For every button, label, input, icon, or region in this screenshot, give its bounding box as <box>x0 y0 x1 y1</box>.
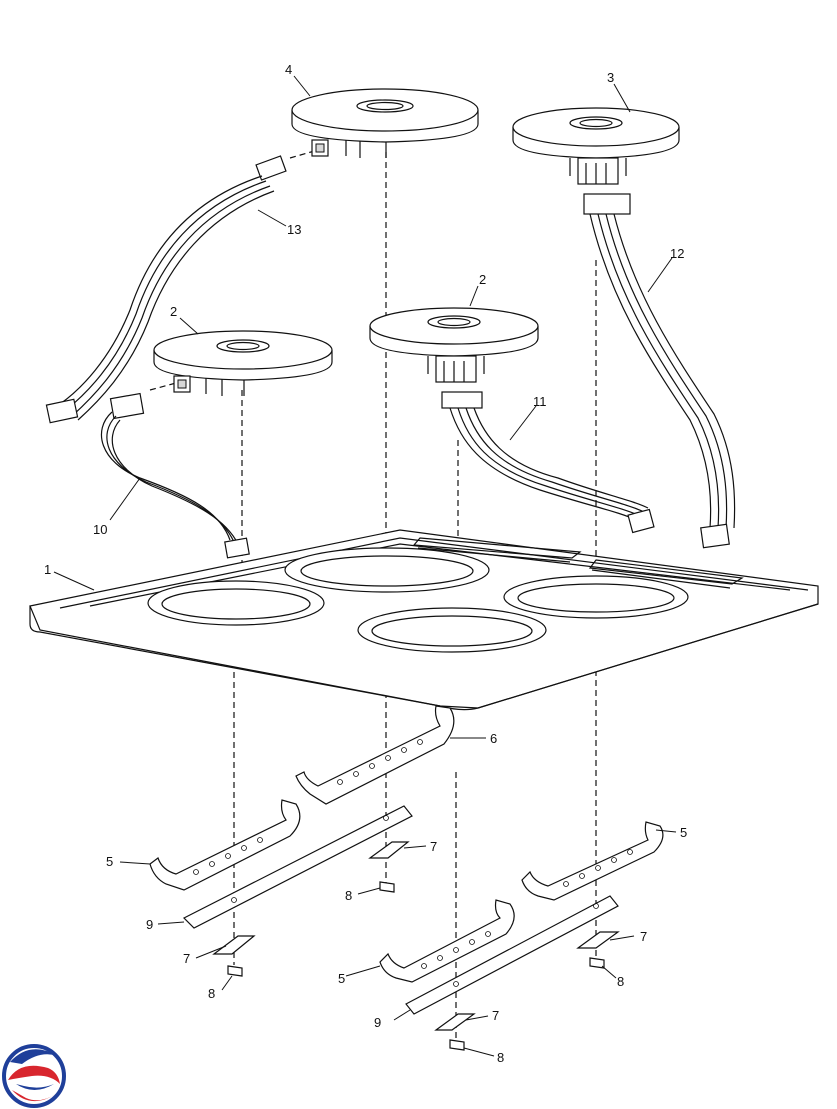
callout-3: 3 <box>607 70 614 85</box>
callout-8-right: 8 <box>617 974 624 989</box>
callout-9-lower: 9 <box>374 1015 381 1030</box>
callout-5-left: 5 <box>106 854 113 869</box>
strap-9-right <box>405 895 619 1015</box>
callout-2-left: 2 <box>170 304 177 319</box>
callout-8-upper: 8 <box>345 888 352 903</box>
element-2-center <box>369 307 539 383</box>
callout-7-upper: 7 <box>430 839 437 854</box>
callout-4: 4 <box>285 62 292 77</box>
bracket-6 <box>295 705 455 805</box>
callout-8-left: 8 <box>208 986 215 1001</box>
harness-10 <box>100 392 250 559</box>
harness-12 <box>583 193 736 549</box>
callout-10: 10 <box>93 522 107 537</box>
leader-lines <box>53 75 677 1057</box>
callout-2-center: 2 <box>479 272 486 287</box>
callout-12: 12 <box>670 246 684 261</box>
bracket-5-left <box>149 799 301 891</box>
element-4 <box>291 88 479 158</box>
callout-6: 6 <box>490 731 497 746</box>
callout-8-lower: 8 <box>497 1050 504 1065</box>
callout-11: 11 <box>533 394 547 409</box>
harness-11 <box>441 391 655 534</box>
callout-9-left: 9 <box>146 917 153 932</box>
strap-9-left <box>182 805 413 929</box>
brand-logo <box>2 1044 66 1108</box>
clips-7 <box>212 841 620 1031</box>
callout-1: 1 <box>44 562 51 577</box>
callout-7-lower: 7 <box>492 1008 499 1023</box>
callout-5-upper-right: 5 <box>680 825 687 840</box>
cooktop-panel <box>29 529 819 711</box>
callout-5-lower: 5 <box>338 971 345 986</box>
callout-labels: 4 3 13 12 2 2 11 10 1 6 5 7 5 8 9 7 7 5 … <box>44 62 687 1065</box>
bracket-5-right-upper <box>521 821 664 901</box>
nuts-8 <box>227 881 605 1051</box>
element-3 <box>512 107 680 185</box>
callout-7-right: 7 <box>640 929 647 944</box>
callout-13: 13 <box>287 222 301 237</box>
element-2-left <box>153 330 333 396</box>
callout-7-left: 7 <box>183 951 190 966</box>
harness-13 <box>45 155 287 424</box>
bracket-5-right-lower <box>379 899 515 983</box>
